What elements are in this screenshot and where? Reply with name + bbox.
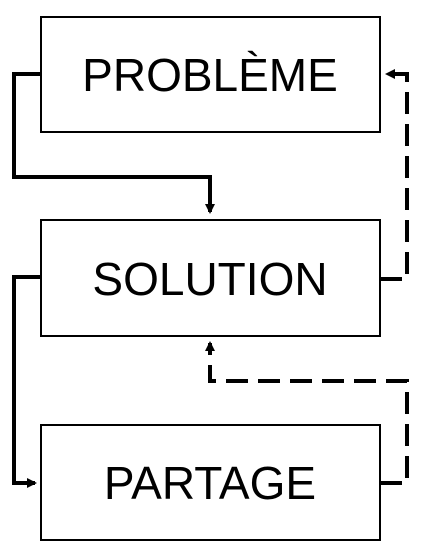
solution-to-share-arrow <box>12 275 41 488</box>
share-to-solution-dashed-arrow <box>205 341 409 485</box>
solution-box-border <box>40 219 381 337</box>
share-box: PARTAGE <box>40 424 381 541</box>
share-box-border <box>40 424 381 541</box>
solution-label: SOLUTION <box>92 253 327 305</box>
solution-to-problem-dashed-arrow <box>380 69 409 281</box>
problem-label: PROBLÈME <box>82 49 338 101</box>
problem-to-solution-arrow <box>12 72 215 214</box>
problem-box-border <box>40 16 381 133</box>
solution-box: SOLUTION <box>40 219 381 337</box>
share-label: PARTAGE <box>104 457 316 509</box>
problem-box: PROBLÈME <box>40 16 381 133</box>
